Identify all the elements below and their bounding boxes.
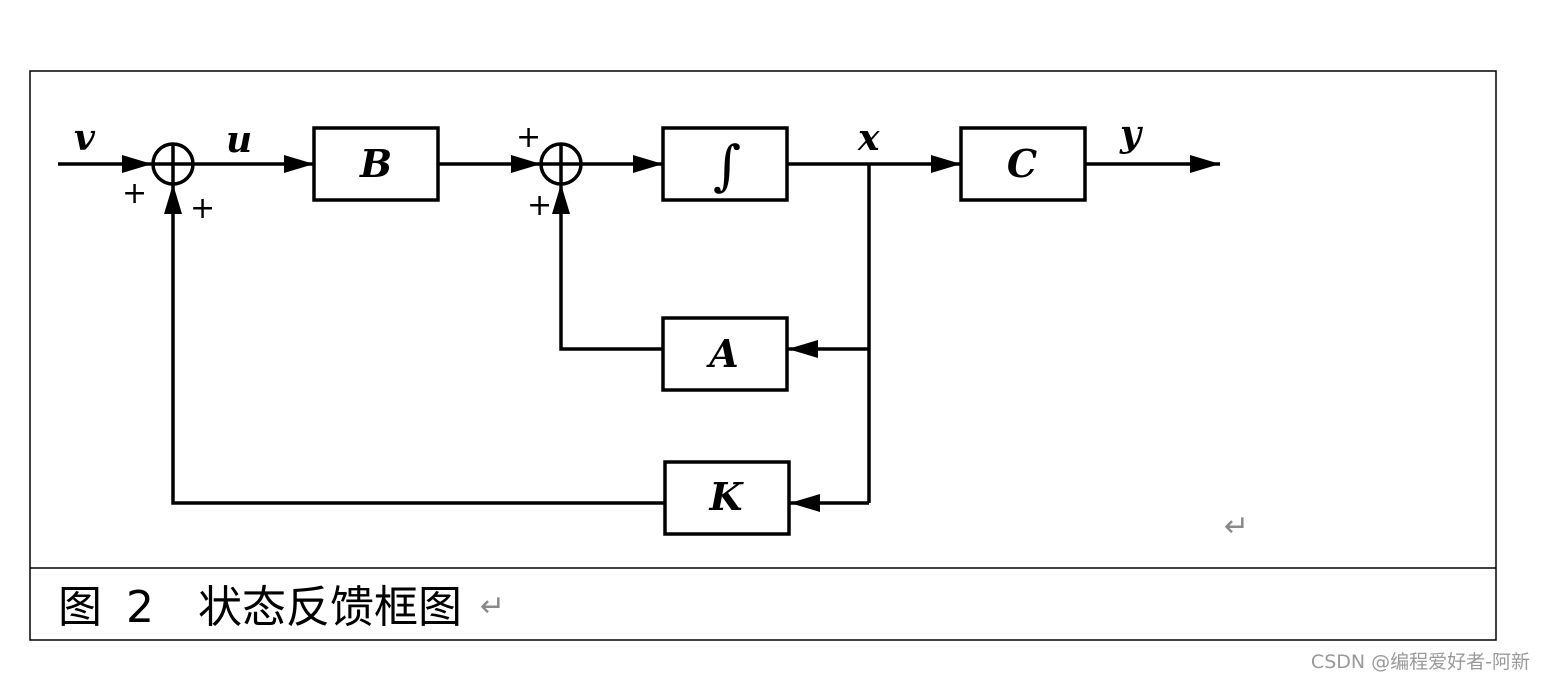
block-C — [959, 126, 1087, 202]
wire-A-feedback — [552, 184, 663, 351]
sign-s1-left: + — [122, 176, 147, 211]
caption-text: 状态反馈框图 — [198, 582, 462, 633]
summing-junction-2 — [539, 142, 583, 186]
block-A — [661, 316, 789, 392]
caption-number: 2 — [126, 582, 154, 633]
block-integrator-label: ∫ — [713, 134, 741, 197]
wire-K-feedback — [164, 184, 665, 505]
sign-s1-bottom: + — [190, 191, 215, 226]
block-K-label: K — [708, 474, 744, 519]
figure-frame — [29, 70, 1497, 641]
block-integrator — [661, 126, 789, 202]
block-K — [663, 460, 791, 536]
paragraph-mark-icon: ↵ — [1224, 509, 1249, 544]
block-A-label: A — [706, 331, 738, 376]
sign-s2-bottom: + — [527, 188, 552, 223]
block-C-label: C — [1007, 141, 1037, 186]
signal-v-label: v — [74, 117, 96, 159]
signal-y-label: y — [1119, 113, 1143, 155]
signal-x-label: x — [857, 117, 880, 159]
caption-paragraph-mark-icon: ↵ — [480, 589, 505, 624]
block-B-label: B — [359, 141, 392, 186]
watermark: CSDN @编程爱好者-阿新 — [1311, 651, 1530, 673]
caption-label: 图 — [58, 582, 102, 633]
signal-u-label: u — [226, 119, 252, 161]
summing-junction-1 — [151, 142, 195, 186]
sign-s2-top: + — [516, 120, 541, 155]
